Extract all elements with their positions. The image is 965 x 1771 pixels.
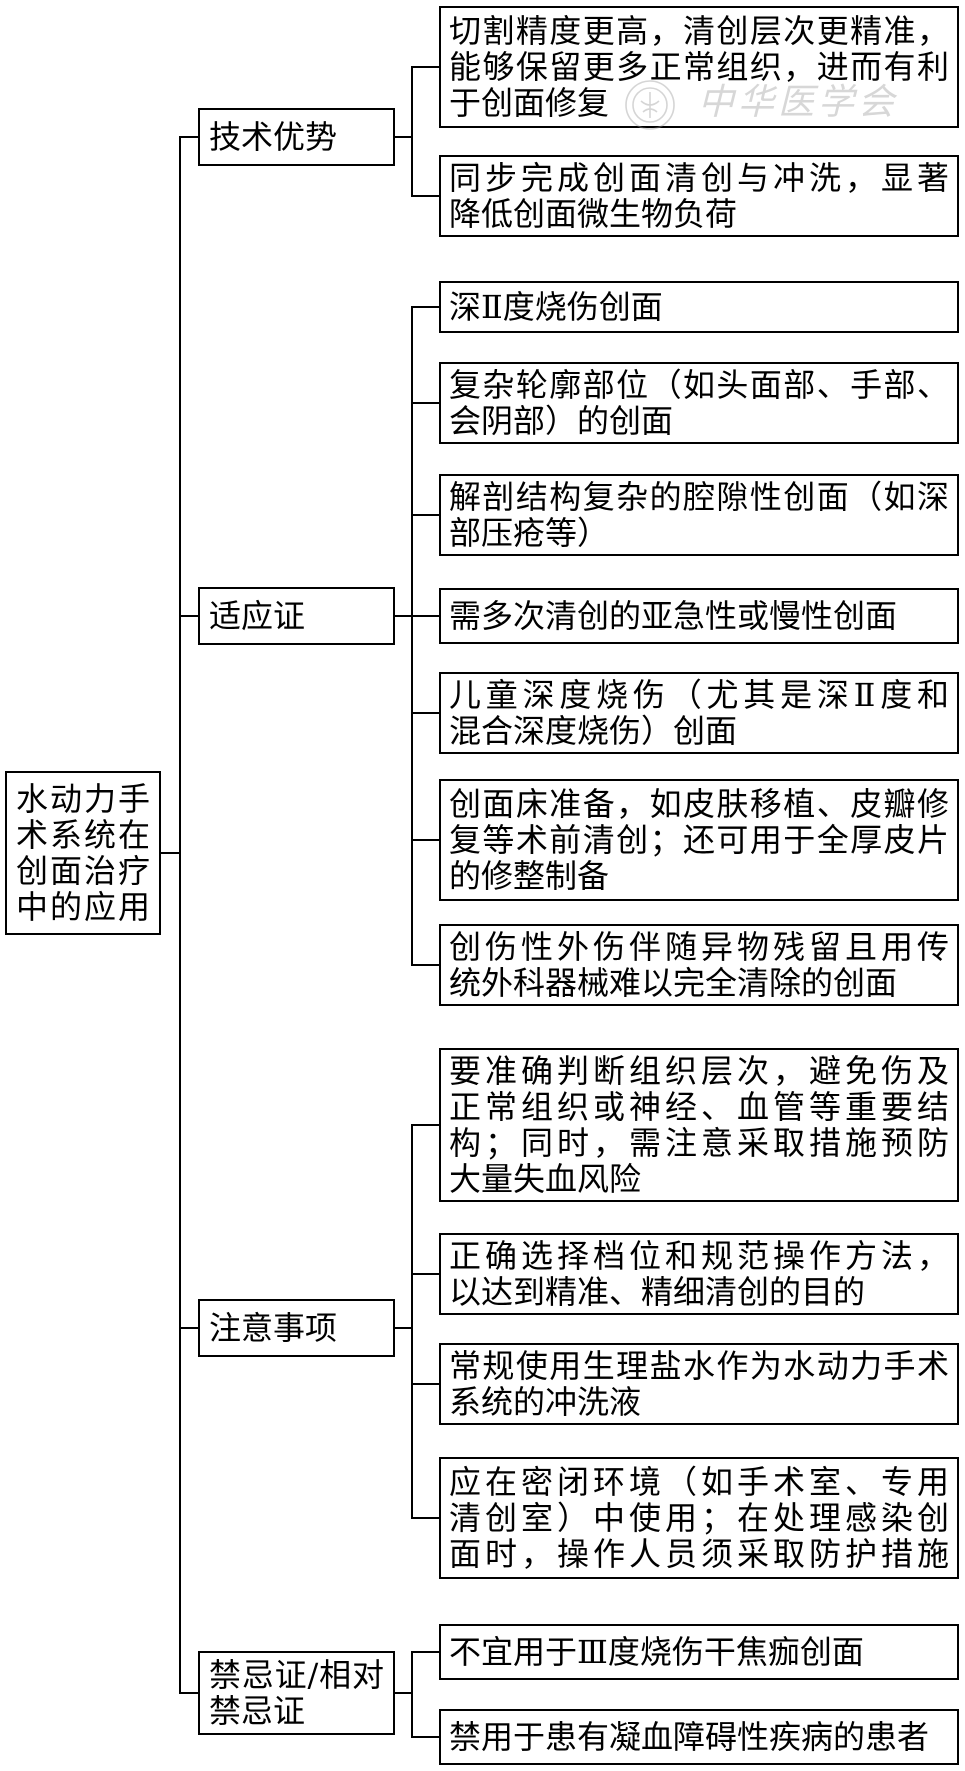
node-text-line: 中的应用 bbox=[16, 888, 150, 926]
node-text-line: 术系统在 bbox=[16, 816, 150, 854]
node-text-line: 常规使用生理盐水作为水动力手术 bbox=[449, 1347, 949, 1385]
node-text-line: 创伤性外伤伴随异物残留且用传 bbox=[449, 928, 949, 966]
branch-box-contraindications: 禁忌证/相对 禁忌证 bbox=[198, 1651, 395, 1735]
contraindication-item-box: 禁用于患有凝血障碍性疾病的患者 bbox=[439, 1709, 959, 1765]
node-text-line: 的修整制备 bbox=[449, 857, 610, 895]
node-text-line: 部压疮等） bbox=[449, 514, 610, 552]
indication-item-box: 儿童深度烧伤（尤其是深Ⅱ度和 混合深度烧伤）创面 bbox=[439, 672, 959, 754]
node-text-line: 构；同时，需注意采取措施预防 bbox=[449, 1124, 949, 1162]
node-text-line: 解剖结构复杂的腔隙性创面（如深 bbox=[449, 478, 949, 516]
branch-label: 注意事项 bbox=[209, 1309, 338, 1347]
indication-item-box: 深Ⅱ度烧伤创面 bbox=[439, 281, 959, 333]
node-text-line: 会阴部）的创面 bbox=[449, 402, 674, 440]
indication-item-box: 复杂轮廓部位（如头面部、手部、 会阴部）的创面 bbox=[439, 362, 959, 444]
branch-label: 禁忌证 bbox=[209, 1692, 306, 1730]
node-text-line: 统外科器械难以完全清除的创面 bbox=[449, 964, 898, 1002]
node-text-line: 以达到精准、精细清创的目的 bbox=[449, 1273, 866, 1311]
indication-item-box: 创伤性外伤伴随异物残留且用传 统外科器械难以完全清除的创面 bbox=[439, 924, 959, 1006]
indication-item-box: 需多次清创的亚急性或慢性创面 bbox=[439, 588, 959, 644]
node-text-line: 系统的冲洗液 bbox=[449, 1383, 642, 1421]
node-text-line: 复杂轮廓部位（如头面部、手部、 bbox=[449, 366, 949, 404]
node-text-line: 深Ⅱ度烧伤创面 bbox=[449, 288, 663, 326]
indication-item-box: 解剖结构复杂的腔隙性创面（如深 部压疮等） bbox=[439, 474, 959, 556]
node-text-line: 复等术前清创；还可用于全厚皮片 bbox=[449, 821, 949, 859]
node-text-line: 混合深度烧伤）创面 bbox=[449, 712, 738, 750]
node-text-line: 同步完成创面清创与冲洗，显著 bbox=[449, 159, 949, 197]
node-text-line: 于创面修复 bbox=[449, 84, 610, 122]
node-text-line: 创面床准备，如皮肤移植、皮瓣修 bbox=[449, 785, 949, 823]
contraindication-item-box: 不宜用于Ⅲ度烧伤干焦痂创面 bbox=[439, 1624, 959, 1680]
branch-box-technical-advantages: 技术优势 bbox=[198, 108, 395, 166]
advantage-item-box: 切割精度更高，清创层次更精准， 能够保留更多正常组织，进而有利 于创面修复 bbox=[439, 6, 959, 128]
node-text-line: 正常组织或神经、血管等重要结 bbox=[449, 1088, 949, 1126]
indication-item-box: 创面床准备，如皮肤移植、皮瓣修 复等术前清创；还可用于全厚皮片 的修整制备 bbox=[439, 779, 959, 901]
precaution-item-box: 正确选择档位和规范操作方法， 以达到精准、精细清创的目的 bbox=[439, 1233, 959, 1315]
precaution-item-box: 应在密闭环境（如手术室、专用 清创室）中使用；在处理感染创 面时，操作人员须采取… bbox=[439, 1457, 959, 1579]
node-text-line: 大量失血风险 bbox=[449, 1160, 642, 1198]
node-text-line: 切割精度更高，清创层次更精准， bbox=[449, 12, 949, 50]
branch-label: 禁忌证/相对 bbox=[209, 1656, 384, 1694]
precaution-item-box: 常规使用生理盐水作为水动力手术 系统的冲洗液 bbox=[439, 1343, 959, 1425]
advantage-item-box: 同步完成创面清创与冲洗，显著 降低创面微生物负荷 bbox=[439, 155, 959, 237]
node-text-line: 面时，操作人员须采取防护措施 bbox=[449, 1535, 949, 1573]
branch-label: 技术优势 bbox=[209, 118, 338, 156]
branch-box-indications: 适应证 bbox=[198, 587, 395, 645]
branch-label: 适应证 bbox=[209, 597, 306, 635]
node-text-line: 禁用于患有凝血障碍性疾病的患者 bbox=[449, 1718, 930, 1756]
node-text-line: 需多次清创的亚急性或慢性创面 bbox=[449, 597, 898, 635]
node-text-line: 儿童深度烧伤（尤其是深Ⅱ度和 bbox=[449, 676, 949, 714]
precaution-item-box: 要准确判断组织层次，避免伤及 正常组织或神经、血管等重要结 构；同时，需注意采取… bbox=[439, 1048, 959, 1202]
node-text-line: 不宜用于Ⅲ度烧伤干焦痂创面 bbox=[449, 1633, 864, 1671]
node-text-line: 能够保留更多正常组织，进而有利 bbox=[449, 48, 949, 86]
node-text-line: 正确选择档位和规范操作方法， bbox=[449, 1237, 949, 1275]
node-text-line: 水动力手 bbox=[16, 780, 150, 818]
node-text-line: 创面治疗 bbox=[16, 852, 150, 890]
node-text-line: 降低创面微生物负荷 bbox=[449, 195, 738, 233]
node-text-line: 应在密闭环境（如手术室、专用 bbox=[449, 1463, 949, 1501]
node-text-line: 要准确判断组织层次，避免伤及 bbox=[449, 1052, 949, 1090]
node-text-line: 清创室）中使用；在处理感染创 bbox=[449, 1499, 949, 1537]
root-topic-box: 水动力手 术系统在 创面治疗 中的应用 bbox=[5, 771, 161, 935]
branch-box-precautions: 注意事项 bbox=[198, 1299, 395, 1357]
